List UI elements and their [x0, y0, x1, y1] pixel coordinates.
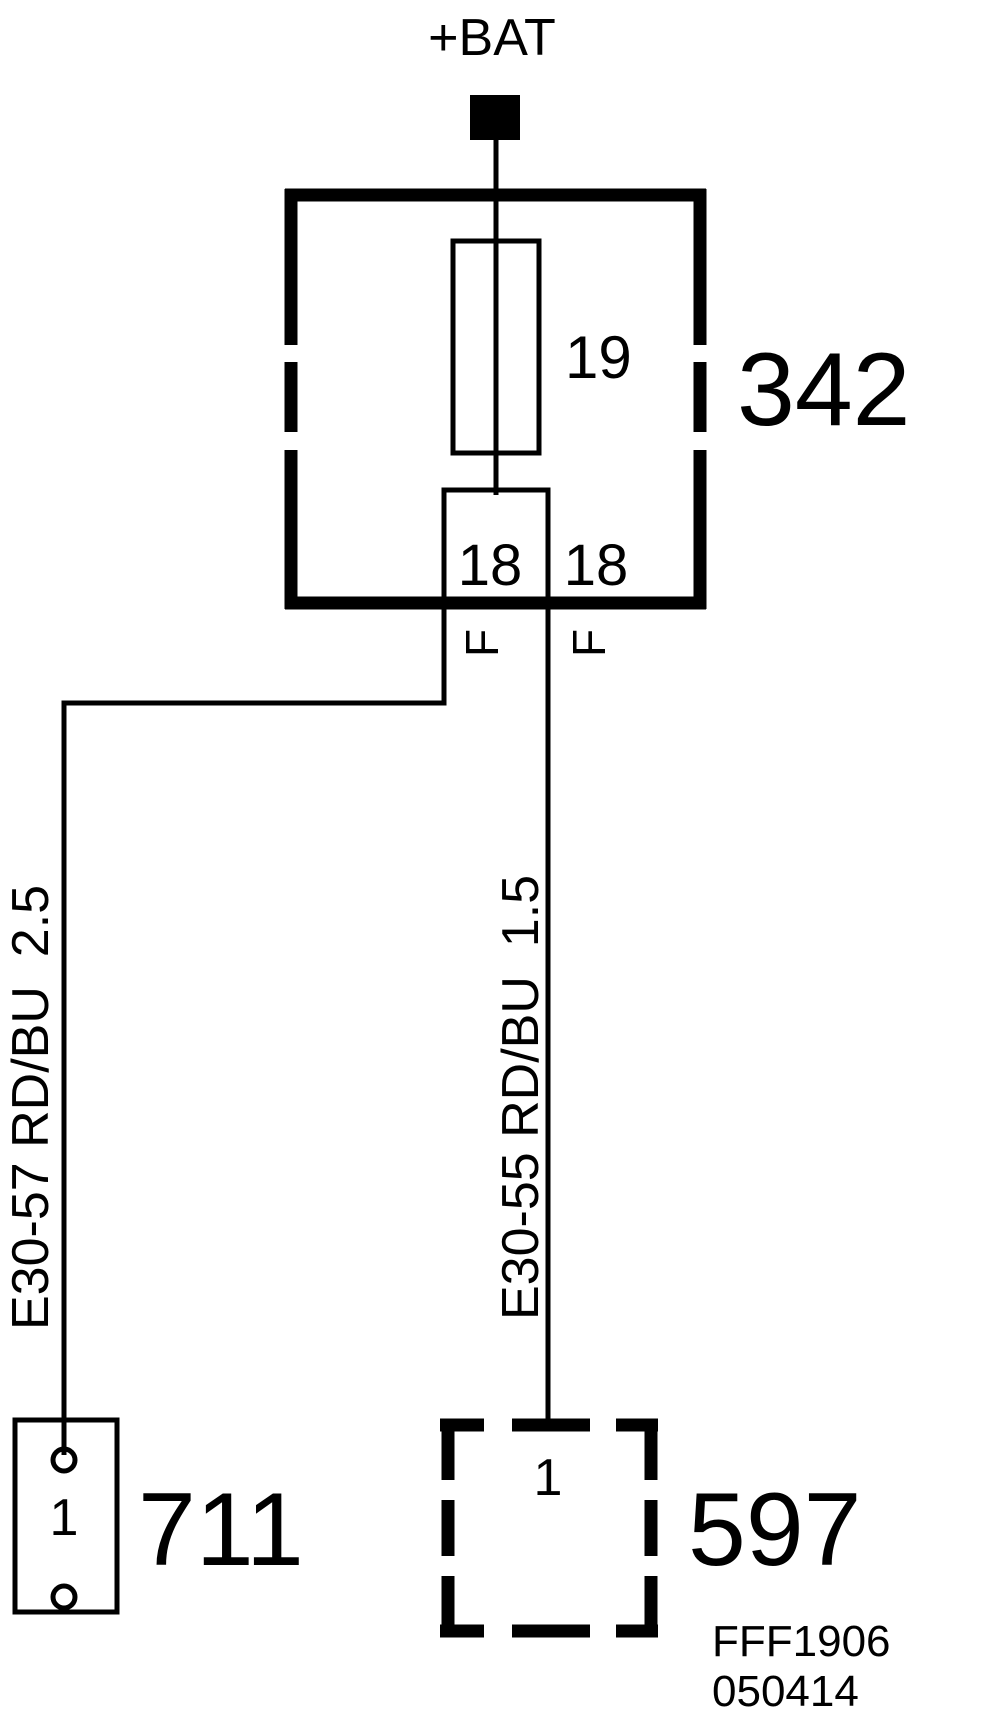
- component-597-pin: 1: [534, 1449, 563, 1507]
- component-711-pin: 1: [50, 1489, 79, 1547]
- fuse-number: 19: [565, 324, 632, 391]
- component-711-id: 711: [138, 1472, 304, 1588]
- wire-e30-55-label: E30-55 RD/BU 1.5: [492, 875, 550, 1320]
- pin-right-label: F: [563, 629, 615, 657]
- footer-ref-code: FFF1906: [712, 1617, 891, 1666]
- wire-e30-57-label: E30-57 RD/BU 2.5: [2, 885, 60, 1330]
- supply-terminal: [470, 95, 520, 140]
- component-597-id: 597: [688, 1472, 862, 1588]
- terminal-right-number: 18: [564, 533, 629, 598]
- component-711: [12, 1417, 120, 1615]
- fuse-box-id: 342: [737, 332, 911, 448]
- footer-date-code: 050414: [712, 1667, 859, 1716]
- component-597: [440, 1418, 658, 1638]
- pin-left-label: F: [456, 629, 508, 657]
- pin-circle-bottom: [50, 1583, 78, 1611]
- terminal-left-number: 18: [458, 533, 523, 598]
- wire-e30-57: [61, 603, 447, 1455]
- pin-circle-top: [50, 1446, 78, 1474]
- supply-label: +BAT: [428, 9, 556, 67]
